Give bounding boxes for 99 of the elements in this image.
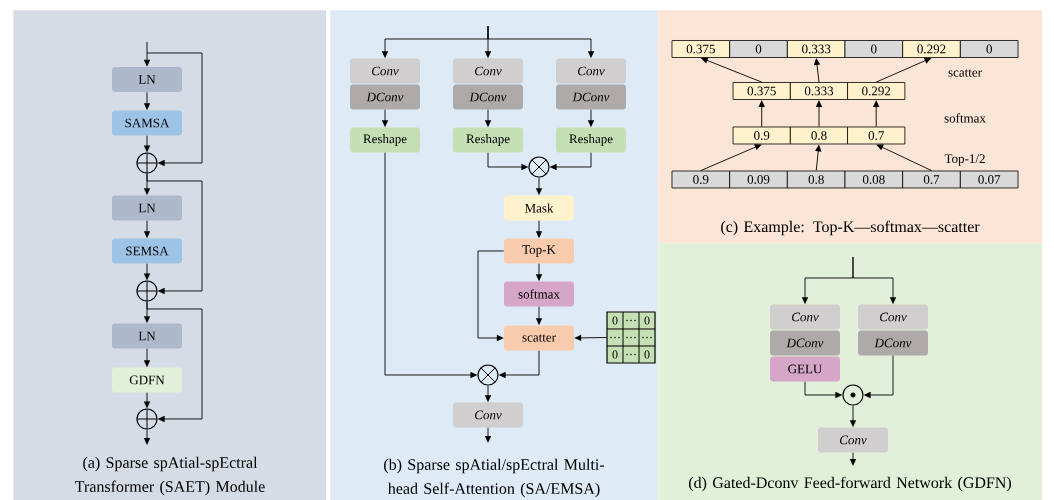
layer-box: DConv	[556, 84, 626, 110]
arrow	[815, 144, 822, 172]
arrow	[484, 385, 492, 403]
plus-circle	[136, 408, 158, 430]
arrow	[143, 263, 151, 281]
layer-box: Conv	[556, 58, 626, 84]
arrow	[498, 350, 540, 379]
times-circle	[477, 364, 499, 386]
layer-box: Mask	[504, 195, 574, 221]
arrow	[143, 41, 151, 67]
layer-box: Conv	[453, 402, 523, 428]
layer-box: scatter	[504, 325, 574, 351]
value-cell: 0	[729, 40, 788, 58]
arrow	[146, 301, 203, 423]
layer-box: DConv	[453, 84, 523, 110]
arrow	[813, 57, 821, 83]
plus-circle	[136, 152, 158, 174]
layer-box: LN	[112, 323, 182, 349]
layer-box: Reshape	[453, 127, 523, 153]
layer-box: DConv	[858, 330, 928, 356]
arrow	[875, 57, 932, 83]
arrow	[549, 152, 592, 171]
panel-title: (b) Sparse spAtial/spEctral Multi-head Self-Attention (SA/EMSA)	[384, 458, 605, 498]
layer-box: LN	[112, 195, 182, 221]
arrow	[381, 109, 389, 128]
value-cell: 0.7	[847, 126, 906, 145]
layer-box: Reshape	[350, 127, 420, 153]
arrow	[815, 99, 823, 128]
layer-box: LN	[112, 67, 182, 92]
arrow	[804, 381, 843, 399]
arrow	[863, 355, 894, 399]
value-cell: 0.9	[732, 126, 791, 145]
value-cell: 0.292	[902, 40, 961, 58]
value-cell: 0.09	[729, 170, 788, 189]
arrow	[484, 109, 492, 128]
arrow	[487, 25, 595, 59]
arrow	[758, 99, 765, 128]
panel-title: (d) Gated-Dconv Feed-forward Network (GDFN)	[689, 476, 1011, 492]
panel-title: (c) Example: Top-K—softmax—scatter	[721, 220, 980, 236]
arrow	[849, 452, 857, 466]
value-cell: 0.08	[844, 170, 904, 189]
value-cell: 0	[844, 40, 904, 58]
layer-box: DConv	[350, 84, 420, 110]
arrow	[700, 144, 762, 172]
arrow	[535, 306, 543, 326]
matrix-drawing: 0 … 0 … … … 0 … 0	[606, 311, 656, 364]
value-cell: 0.375	[732, 82, 791, 100]
arrow	[384, 152, 478, 379]
value-cell: 0.333	[786, 40, 846, 58]
panel-title: (a) Sparse spAtial-spEctral Transformer (SAET) Module	[75, 456, 265, 496]
layer-box: DConv	[770, 330, 840, 356]
layer-box: Top-K	[504, 238, 574, 264]
arrow	[143, 429, 151, 445]
value-cell: 0.292	[847, 82, 906, 100]
arrow	[484, 427, 492, 443]
arrow	[477, 250, 505, 342]
arrow	[143, 220, 151, 239]
dot-circle	[842, 384, 864, 406]
value-cell: 0.9	[671, 170, 731, 189]
layer-box: GDFN	[112, 367, 182, 393]
arrow	[146, 52, 203, 167]
arrow	[574, 334, 607, 342]
arrow	[873, 99, 880, 128]
value-cell: 0.8	[786, 170, 846, 189]
arrow	[852, 256, 897, 305]
arrow	[535, 177, 543, 196]
value-cell: 0.375	[671, 40, 731, 58]
step-label: Top-1/2	[944, 154, 985, 166]
layer-box: SEMSA	[112, 238, 182, 264]
arrow	[700, 57, 763, 83]
layer-box: SAMSA	[112, 110, 182, 136]
arrow	[587, 109, 595, 128]
arrow	[535, 263, 543, 282]
step-label: softmax	[944, 113, 986, 123]
layer-box: Conv	[818, 427, 888, 453]
times-circle	[528, 156, 550, 178]
arrow	[143, 91, 151, 111]
arrow	[146, 173, 203, 295]
layer-box: Reshape	[556, 127, 626, 153]
arrow	[535, 220, 543, 239]
arrow	[487, 152, 529, 171]
value-cell: 0.07	[959, 170, 1019, 189]
arrow	[849, 405, 857, 428]
value-cell: 0.7	[902, 170, 961, 189]
step-label: scatter	[948, 69, 982, 77]
value-cell: 0.8	[789, 126, 849, 145]
layer-box: softmax	[504, 281, 574, 307]
value-cell: 0.333	[789, 82, 849, 100]
layer-box: Conv	[350, 58, 420, 84]
layer-box: Conv	[858, 304, 928, 330]
arrow	[143, 135, 151, 153]
plus-circle	[136, 280, 158, 302]
arrow	[143, 348, 151, 368]
layer-box: Conv	[770, 304, 840, 330]
arrow	[876, 144, 932, 172]
layer-box: GELU	[770, 356, 840, 382]
layer-box: Conv	[453, 58, 523, 84]
arrow	[143, 392, 151, 409]
value-cell: 0	[959, 40, 1019, 58]
